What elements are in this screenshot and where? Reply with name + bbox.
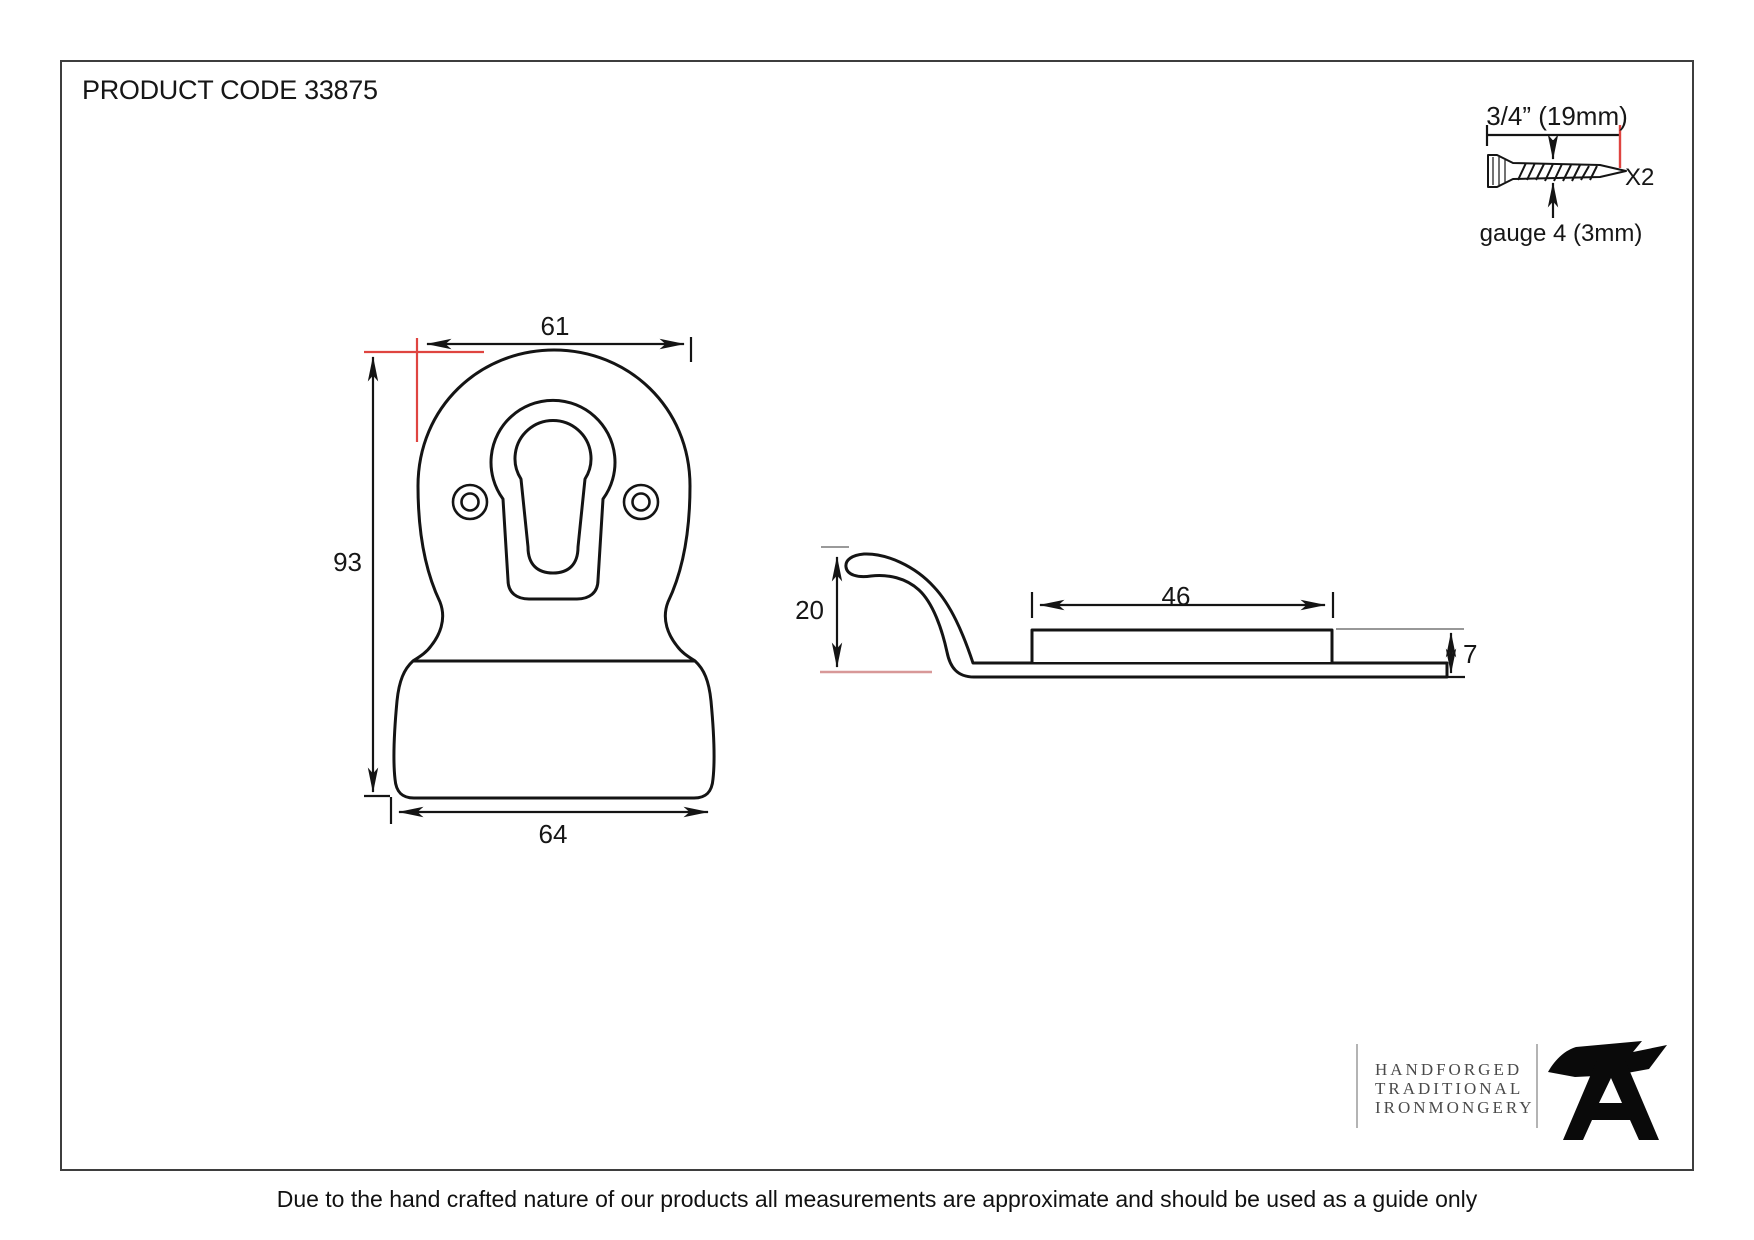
anvil-logo-icon [1548,1041,1667,1140]
side-hook-height-label: 20 [795,595,824,625]
anvil-top-shape [1548,1041,1667,1077]
front-height-label: 93 [333,547,362,577]
front-view-drawing [364,337,716,824]
screw-icon [1487,154,1627,188]
disclaimer-label: Due to the hand crafted nature of our pr… [276,1186,1478,1212]
brand-mark [1356,1041,1667,1140]
side-view-outline [844,552,1449,679]
logo-text-line1: HANDFORGED [1375,1060,1523,1079]
side-thickness-label: 7 [1463,639,1478,669]
side-block-length-label: 46 [1161,581,1191,611]
screw-threads [1517,162,1598,182]
screw-hole-right-inner [631,492,651,512]
front-base-width-label: 64 [538,819,568,849]
front-width-label: 61 [540,311,570,341]
logo-text-line2: TRADITIONAL [1375,1079,1524,1098]
anvil-letter-a [1563,1060,1659,1140]
side-view-drawing [820,546,1465,679]
screw-hole-left-inner [460,492,480,512]
product-code-label: PRODUCT CODE 33875 [82,75,378,105]
screw-gauge-label: gauge 4 (3mm) [1479,220,1643,247]
screw-length-label: 3/4” (19mm) [1486,101,1628,131]
front-view-base [392,659,716,800]
side-view-block [1030,628,1334,662]
drawing-frame [60,60,1694,1171]
screw-detail-drawing [1485,125,1627,218]
euro-profile-inner [513,419,593,575]
screw-quantity-label: X2 [1625,164,1655,191]
logo-text-line3: IRONMONGERY [1375,1098,1535,1117]
